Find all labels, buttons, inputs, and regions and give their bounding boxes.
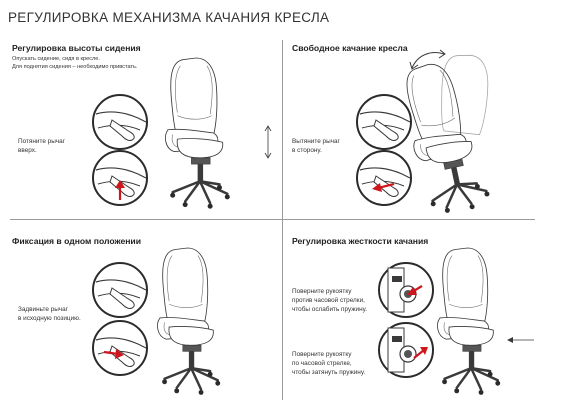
instruction-text: Вытяните рычаг в сторону. <box>292 138 340 154</box>
tension-knob-detail-illustration <box>378 262 434 318</box>
lever-detail-illustration <box>92 262 148 318</box>
horizontal-divider <box>10 219 535 220</box>
chair-illustration <box>436 246 502 397</box>
tension-knob-detail-illustration <box>378 322 434 378</box>
lever-detail-illustration <box>356 150 412 206</box>
page-title: РЕГУЛИРОВКА МЕХАНИЗМА КАЧАНИЯ КРЕСЛА <box>8 10 330 25</box>
up-down-arrow-icon <box>264 125 272 159</box>
lever-detail-illustration <box>92 94 148 150</box>
lever-detail-illustration <box>92 150 148 206</box>
section-title: Регулировка жесткости качания <box>292 236 429 246</box>
reclining-chair-illustration <box>396 54 494 220</box>
instruction-text: Потяните рычаг вверх. <box>18 138 66 154</box>
chair-illustration <box>164 56 232 210</box>
instruction-text: Поверните рукоятку по часовой стрелке, ч… <box>292 351 366 376</box>
section-title: Регулировка высоты сидения <box>12 43 141 53</box>
instruction-text: Задвиньте рычаг в исходную позицию. <box>18 306 81 322</box>
vertical-divider <box>282 40 283 400</box>
pointer-arrow-icon <box>507 337 534 343</box>
instruction-text: Поверните рукоятку против часовой стрелк… <box>292 288 367 313</box>
chair-illustration <box>156 246 222 397</box>
section-title: Свободное качание кресла <box>292 43 408 53</box>
section-title: Фиксация в одном положении <box>12 236 141 246</box>
lever-detail-illustration <box>92 320 148 376</box>
section-subtitle: Опускать сидение, сидя в кресле. Для под… <box>12 56 138 70</box>
rocking-arc-arrow-icon <box>409 49 446 70</box>
